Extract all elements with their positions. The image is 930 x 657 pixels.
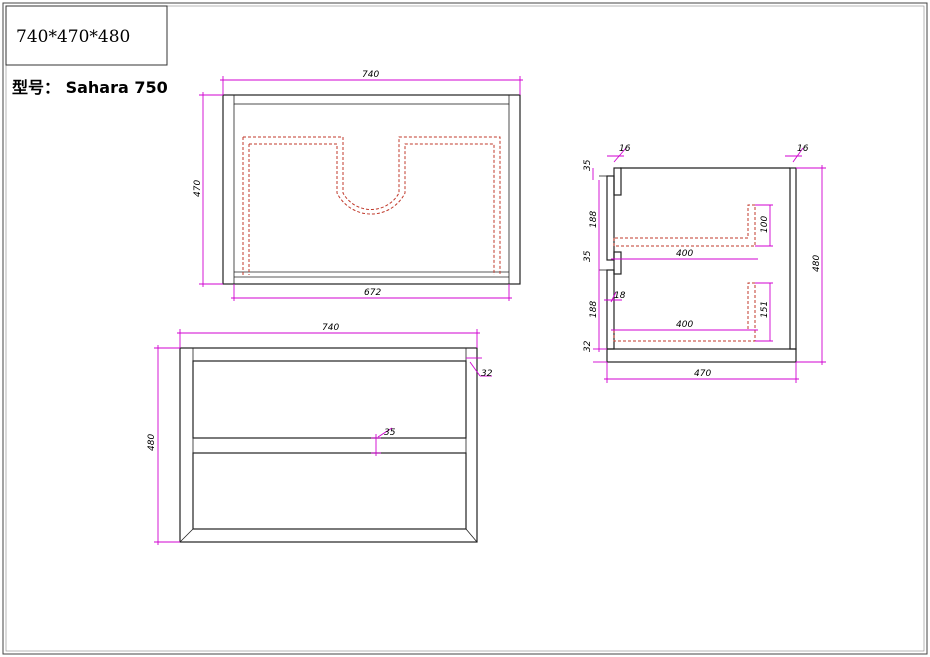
size-label: 740*470*480 xyxy=(16,27,130,47)
side-dim-upper-box-depth: 400 xyxy=(676,249,693,259)
side-dim-panel-top: 16 xyxy=(619,144,631,154)
top-dim-inner: 672 xyxy=(364,288,381,298)
side-dim-upper-box-height: 100 xyxy=(760,216,770,233)
top-dim-depth: 470 xyxy=(193,180,203,197)
side-dim-left-top: 35 xyxy=(583,159,593,171)
sheet-inner-border xyxy=(5,5,925,652)
side-dim-mid: 35 xyxy=(583,250,593,262)
side-dim-front: 18 xyxy=(614,291,626,301)
side-dim-total-depth: 470 xyxy=(694,369,711,379)
side-dim-upper-drawer: 188 xyxy=(589,211,599,228)
side-dim-total-height: 480 xyxy=(812,255,822,272)
front-dim-height: 480 xyxy=(147,434,157,451)
front-dim-frame: 32 xyxy=(481,369,493,379)
model-label: 型号： Sahara 750 xyxy=(12,78,168,97)
side-view: 35 16 16 188 35 188 18 32 400 100 400 15… xyxy=(583,144,826,383)
side-dim-base: 32 xyxy=(583,340,593,352)
front-dim-width: 740 xyxy=(322,323,339,333)
side-dim-lower-box-depth: 400 xyxy=(676,320,693,330)
side-dim-panel-right: 16 xyxy=(797,144,809,154)
size-box xyxy=(5,5,168,66)
side-dim-lower-drawer: 188 xyxy=(589,301,599,318)
front-view: 740 480 32 35 xyxy=(147,323,493,545)
front-dim-gap: 35 xyxy=(384,428,396,438)
side-dim-lower-box-height: 151 xyxy=(760,301,770,318)
top-dim-width: 740 xyxy=(362,70,379,80)
top-view: 740 470 672 xyxy=(193,70,523,301)
